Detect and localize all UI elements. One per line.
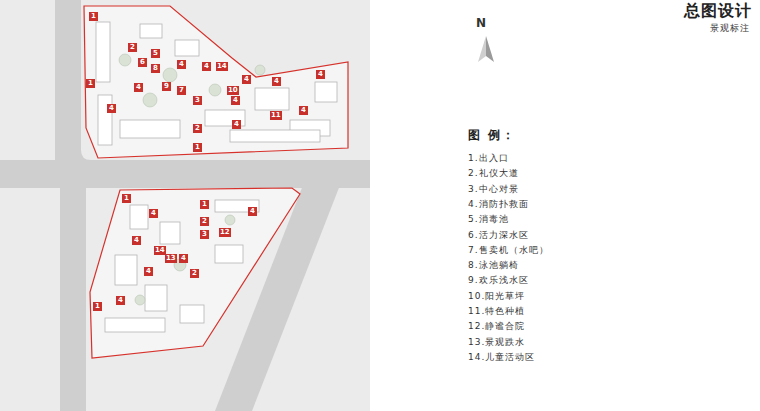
- plan-title: 总图设计: [684, 1, 752, 22]
- callout-number: 1: [122, 194, 131, 203]
- callout-number: 12: [219, 228, 231, 237]
- north-arrow: [478, 36, 486, 62]
- tree: [163, 68, 177, 82]
- site-boundary: [90, 188, 300, 358]
- tree: [119, 54, 131, 66]
- callout-number: 4: [202, 62, 211, 71]
- callout-number: 4: [232, 120, 241, 129]
- callout-number: 4: [179, 254, 188, 263]
- map-ground: [0, 0, 370, 411]
- site-block: [90, 188, 300, 358]
- building: [315, 82, 337, 102]
- building: [130, 205, 148, 229]
- callout-number: 4: [132, 236, 141, 245]
- building: [255, 88, 289, 110]
- callout-number: 4: [177, 60, 186, 69]
- building: [180, 305, 204, 323]
- callout-number: 4: [107, 104, 116, 113]
- building: [98, 95, 112, 145]
- legend-item: 6.活力深水区: [468, 229, 529, 242]
- road: [55, 0, 81, 170]
- callout-number: 8: [151, 64, 160, 73]
- tree: [209, 84, 221, 96]
- callout-number: 10: [227, 86, 239, 95]
- building: [175, 40, 199, 56]
- callout-number: 14: [216, 62, 228, 71]
- legend-heading: 图 例：: [468, 127, 516, 144]
- north-label: N: [476, 16, 486, 30]
- callout-number: 4: [242, 75, 251, 84]
- legend-item: 4.消防扑救面: [468, 198, 529, 211]
- building: [140, 24, 162, 38]
- callout-number: 2: [200, 217, 209, 226]
- callout-number: 3: [200, 230, 209, 239]
- legend-item: 11.特色种植: [468, 305, 525, 318]
- tree: [143, 93, 157, 107]
- callout-number: 4: [316, 70, 325, 79]
- legend-item: 1.出入口: [468, 152, 509, 165]
- tree: [225, 215, 235, 225]
- legend-item: 9.欢乐浅水区: [468, 274, 529, 287]
- planting: [119, 54, 265, 305]
- site-block: [84, 6, 348, 158]
- callout-number: 4: [134, 83, 143, 92]
- building: [230, 130, 320, 142]
- legend-item: 14.儿童活动区: [468, 351, 535, 364]
- road: [60, 180, 86, 411]
- callout-number: 2: [190, 269, 199, 278]
- legend-item: 2.礼仪大道: [468, 167, 519, 180]
- tree: [135, 295, 145, 305]
- legend-item: 7.售卖机（水吧）: [468, 244, 549, 257]
- callout-number: 1: [86, 79, 95, 88]
- plan-subtitle: 景观标注: [710, 22, 750, 35]
- building: [105, 318, 165, 332]
- legend-item: 10.阳光草坪: [468, 290, 525, 303]
- callout-number: 9: [162, 82, 171, 91]
- callout-number: 6: [138, 58, 147, 67]
- legend-item: 13.景观跌水: [468, 336, 525, 349]
- callout-number: 3: [193, 96, 202, 105]
- buildings: [96, 22, 337, 332]
- callout-number: 2: [128, 43, 137, 52]
- north-arrow: [486, 36, 494, 62]
- legend-item: 5.消毒池: [468, 213, 509, 226]
- callout-number: 4: [144, 267, 153, 276]
- tree: [255, 65, 265, 75]
- legend-item: 8.泳池躺椅: [468, 259, 519, 272]
- callout-number: 4: [231, 96, 240, 105]
- building: [120, 120, 180, 138]
- callout-number: 1: [193, 143, 202, 152]
- building: [145, 285, 167, 311]
- callout-number: 4: [272, 77, 281, 86]
- callout-number: 2: [193, 124, 202, 133]
- building: [160, 222, 180, 244]
- callout-number: 1: [89, 12, 98, 21]
- callout-number: 1: [93, 302, 102, 311]
- callout-number: 1: [200, 200, 209, 209]
- building: [115, 255, 137, 285]
- legend-item: 12.静谧合院: [468, 320, 525, 333]
- road-corner: [81, 150, 91, 160]
- legend-item: 3.中心对景: [468, 183, 519, 196]
- callout-number: 14: [154, 246, 166, 255]
- site-boundary: [84, 6, 348, 158]
- callout-number: 7: [177, 86, 186, 95]
- callout-number: 4: [149, 209, 158, 218]
- building: [215, 245, 243, 263]
- callout-number: 4: [299, 106, 308, 115]
- callout-number: 11: [270, 111, 282, 120]
- building: [96, 22, 110, 82]
- callout-number: 4: [248, 207, 257, 216]
- callout-number: 13: [165, 254, 177, 263]
- callout-number: 4: [116, 296, 125, 305]
- callout-number: 5: [151, 49, 160, 58]
